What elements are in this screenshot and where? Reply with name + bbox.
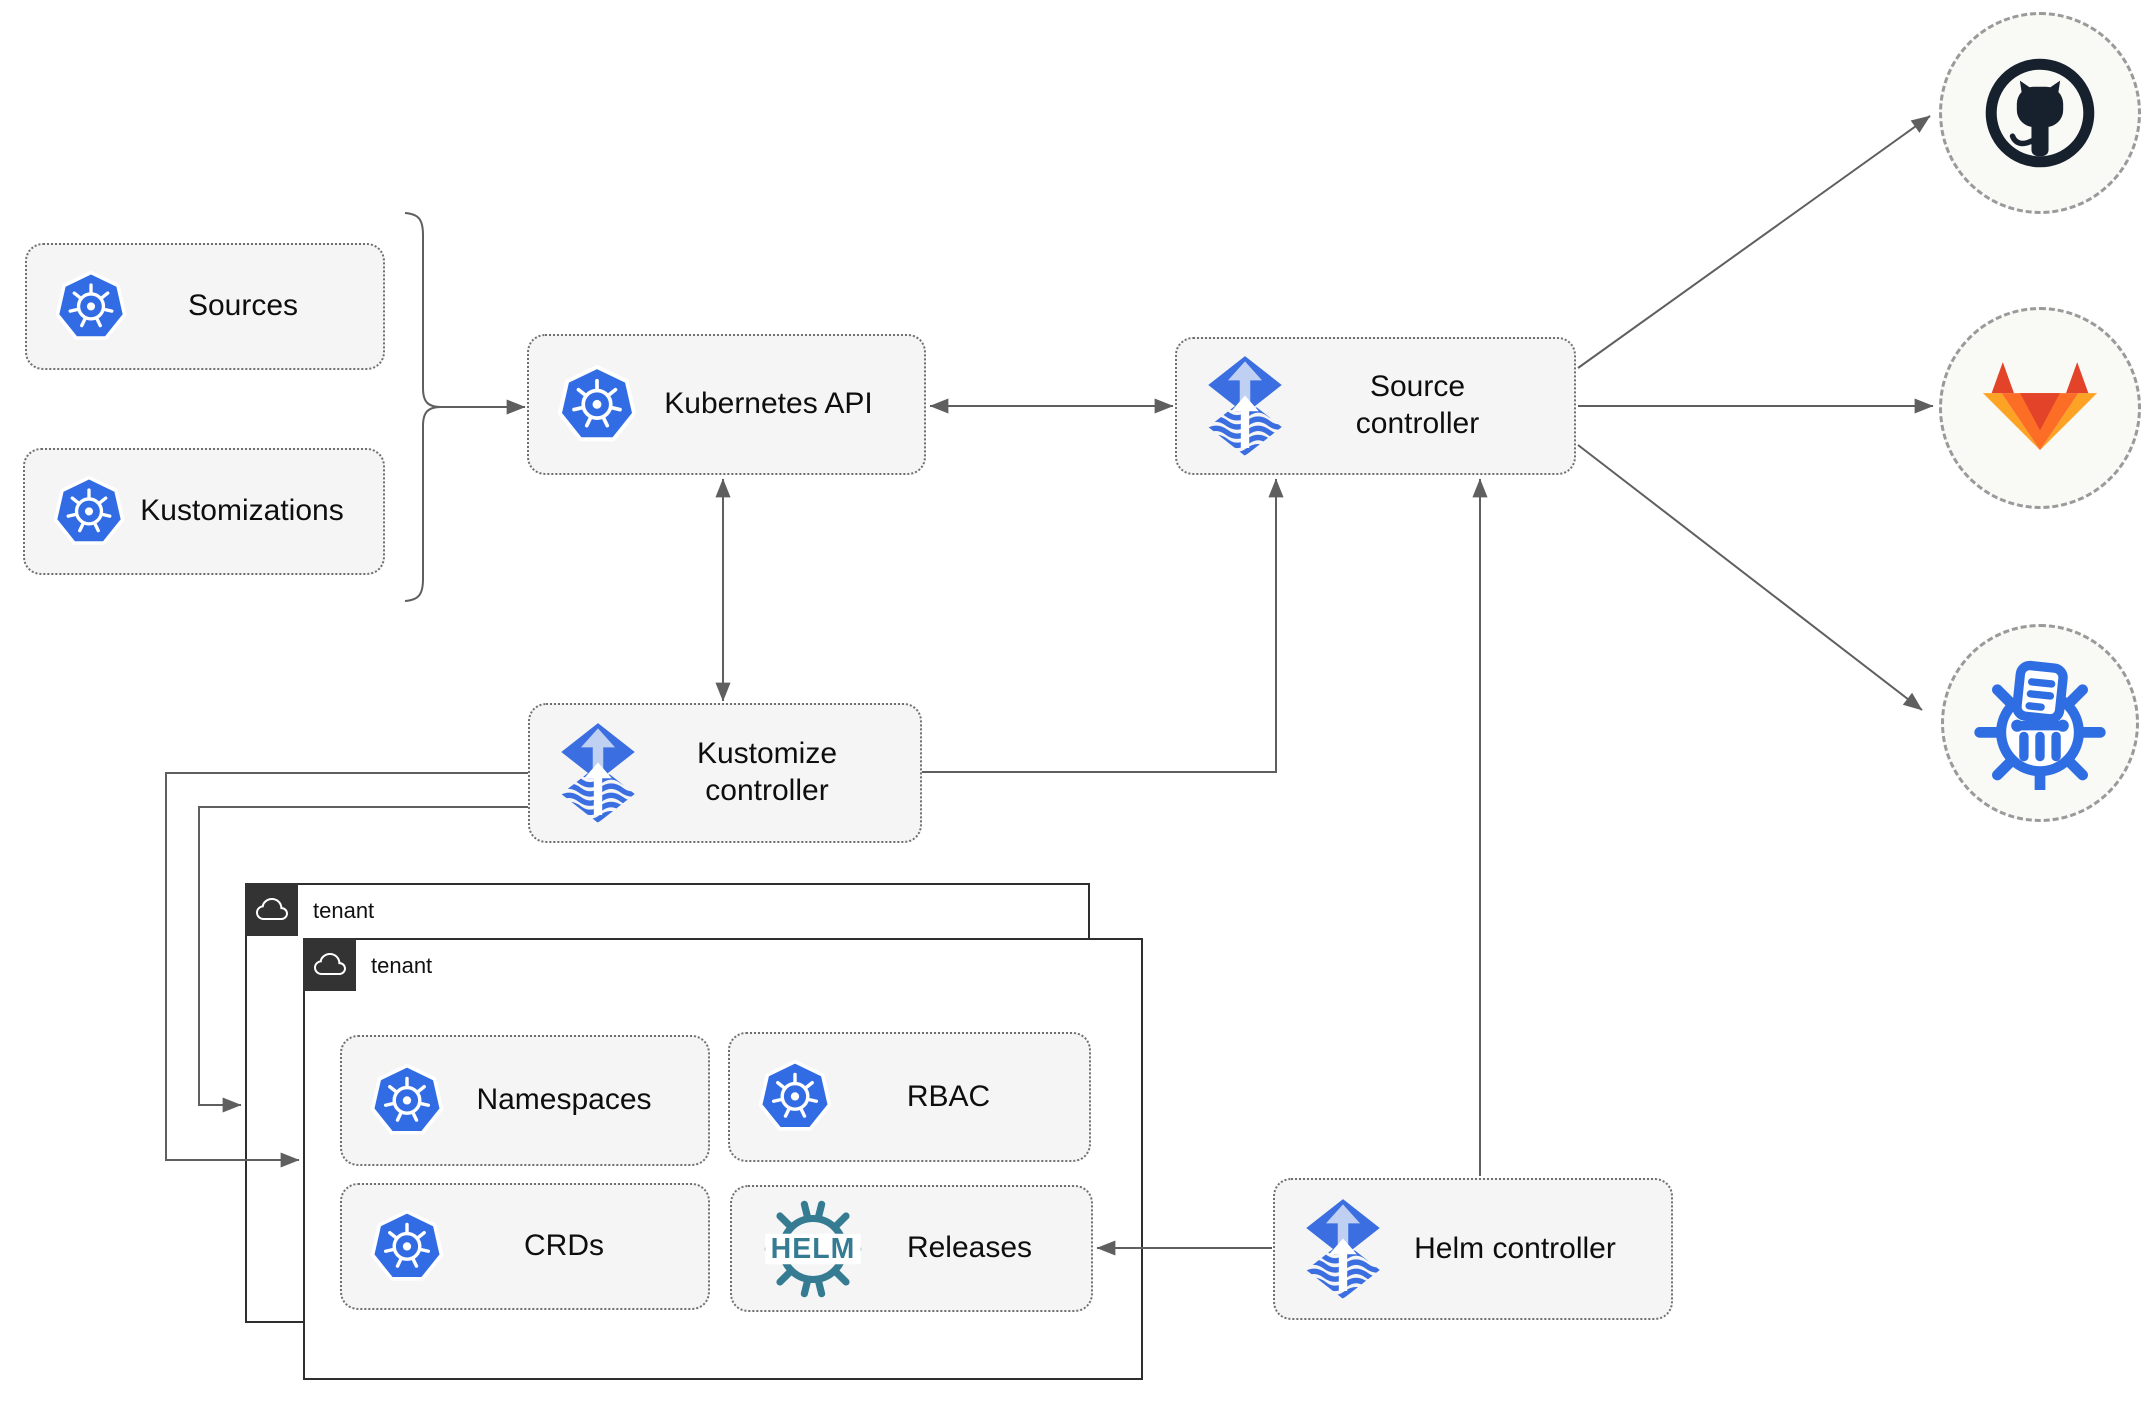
node-label: CRDs: [524, 1229, 604, 1263]
node-label: RBAC: [906, 1079, 991, 1113]
node-kustomizations: Kustomizations: [23, 448, 385, 575]
flux-icon: [1301, 1195, 1385, 1303]
bracket: [404, 212, 442, 408]
arrow-kustomize-to-source-controller: [922, 478, 1284, 773]
flux-icon: [1203, 352, 1287, 460]
node-kustomize-controller: Kustomize controller: [528, 703, 922, 843]
node-helm-controller: Helm controller: [1273, 1178, 1673, 1320]
arrow-source-controller-to-registry: [1577, 444, 1923, 711]
kubernetes-icon: [555, 363, 639, 447]
bracket: [404, 406, 442, 602]
gitlab-icon: [1978, 358, 2102, 458]
cloud-icon: [256, 894, 288, 926]
node-label: Kustomize controller: [696, 737, 838, 807]
node-kubernetes-api: Kubernetes API: [527, 334, 926, 475]
helm-logo-text: HELM: [771, 1233, 856, 1265]
node-releases: HELM Releases: [730, 1185, 1093, 1312]
node-label: Kustomizations: [140, 494, 344, 528]
github-icon: [1979, 52, 2101, 174]
cloud-icon: [314, 949, 346, 981]
tenant-front-tab: [303, 938, 356, 991]
tenant-back-tab: [245, 883, 298, 936]
node-rbac: RBAC: [728, 1032, 1091, 1162]
node-crds: CRDs: [340, 1183, 710, 1310]
kubernetes-icon: [756, 1058, 834, 1136]
node-label: Sources: [187, 289, 299, 323]
helm-icon: HELM: [752, 1200, 874, 1298]
node-namespaces: Namespaces: [340, 1035, 710, 1166]
endpoint-gitlab: [1939, 307, 2141, 509]
node-label: Releases: [906, 1231, 1033, 1265]
kubernetes-icon: [53, 269, 129, 345]
kubernetes-icon: [368, 1062, 446, 1140]
flux-icon: [556, 719, 640, 827]
node-sources: Sources: [25, 243, 385, 370]
node-label: Source controller: [1355, 370, 1480, 440]
node-label: Kubernetes API: [664, 387, 873, 421]
endpoint-registry: [1941, 624, 2139, 822]
endpoint-github: [1939, 12, 2141, 214]
arrow-source-controller-to-github: [1577, 115, 1931, 369]
node-source-controller: Source controller: [1175, 337, 1576, 475]
kubernetes-icon: [368, 1208, 446, 1286]
node-label: Helm controller: [1414, 1231, 1616, 1265]
registry-icon: [1973, 656, 2107, 790]
tenant-back-label: tenant: [313, 898, 375, 923]
node-label: Namespaces: [476, 1083, 652, 1117]
tenant-front-label: tenant: [371, 953, 433, 978]
kubernetes-icon: [51, 474, 127, 550]
